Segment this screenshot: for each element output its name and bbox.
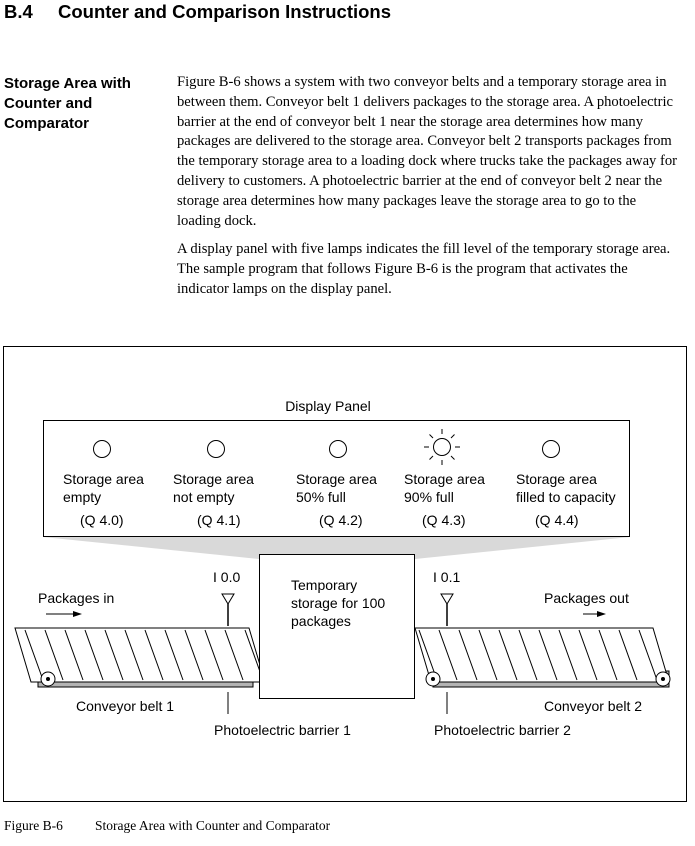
- lamp-label: filled to capacity: [516, 489, 616, 505]
- section-number: B.4: [4, 1, 33, 22]
- panel-title: Display Panel: [285, 398, 371, 414]
- lamp-icon: [542, 440, 560, 458]
- figure-frame: [3, 346, 687, 802]
- storage-label: Temporary: [291, 577, 357, 593]
- side-heading: Storage Area with Counter and Comparator: [4, 74, 164, 134]
- packages-out-label: Packages out: [544, 590, 629, 606]
- input-label-1: I 0.0: [213, 569, 240, 585]
- section-heading: B.4 Counter and Comparison Instructions: [4, 1, 391, 23]
- lamp-address: (Q 4.3): [422, 512, 466, 528]
- lamp-label: Storage area: [296, 471, 377, 487]
- section-title: Counter and Comparison Instructions: [58, 1, 392, 22]
- panel-shadow: [43, 537, 630, 559]
- lamp-label: 50% full: [296, 489, 346, 505]
- photoelectric-sensor-1-icon: [221, 593, 235, 626]
- temporary-storage: [259, 554, 415, 699]
- lamp-address: (Q 4.4): [535, 512, 579, 528]
- lamp-lit-icon: [424, 429, 460, 465]
- caption-title: Storage Area with Counter and Comparator: [95, 818, 331, 833]
- display-panel: [43, 420, 630, 537]
- storage-label: storage for 100: [291, 595, 385, 611]
- body-text: Figure B-6 shows a system with two conve…: [177, 73, 682, 309]
- lamp-label: Storage area: [63, 471, 144, 487]
- side-heading-line: Storage Area with: [4, 75, 131, 92]
- lamp-label: not empty: [173, 489, 234, 505]
- lamp-label: 90% full: [404, 489, 454, 505]
- lamp-label: Storage area: [173, 471, 254, 487]
- packages-in-label: Packages in: [38, 590, 114, 606]
- conveyor-belt-2: [414, 627, 671, 688]
- lamp-address: (Q 4.2): [319, 512, 363, 528]
- barrier-2-label: Photoelectric barrier 2: [434, 722, 571, 738]
- input-label-2: I 0.1: [433, 569, 460, 585]
- caption-number: Figure B-6: [4, 818, 63, 833]
- photoelectric-sensor-2-icon: [440, 593, 454, 626]
- belt-1-label: Conveyor belt 1: [76, 698, 174, 714]
- paragraph: Figure B-6 shows a system with two conve…: [177, 74, 678, 229]
- lamp-icon: [329, 440, 347, 458]
- lamp-label: Storage area: [404, 471, 485, 487]
- arrow-right-icon: [583, 611, 606, 617]
- side-heading-line: Counter and: [4, 95, 93, 112]
- side-heading-line: Comparator: [4, 115, 90, 132]
- figure-diagram: Display Panel Storage area empty: [3, 346, 687, 802]
- arrow-right-icon: [46, 611, 82, 617]
- lamp-label: empty: [63, 489, 101, 505]
- barrier-1-label: Photoelectric barrier 1: [214, 722, 351, 738]
- storage-label: packages: [291, 613, 351, 629]
- lamp-icon: [93, 440, 111, 458]
- lamp-address: (Q 4.0): [80, 512, 124, 528]
- lamp-address: (Q 4.1): [197, 512, 241, 528]
- figure-caption: Figure B-6 Storage Area with Counter and …: [4, 818, 330, 834]
- conveyor-belt-1: [14, 627, 266, 688]
- figure-storage-area: Display Panel Storage area empty: [3, 346, 687, 802]
- lamp-label: Storage area: [516, 471, 597, 487]
- belt-2-label: Conveyor belt 2: [544, 698, 642, 714]
- lamp-icon: [207, 440, 225, 458]
- paragraph: A display panel with five lamps indicate…: [177, 241, 671, 297]
